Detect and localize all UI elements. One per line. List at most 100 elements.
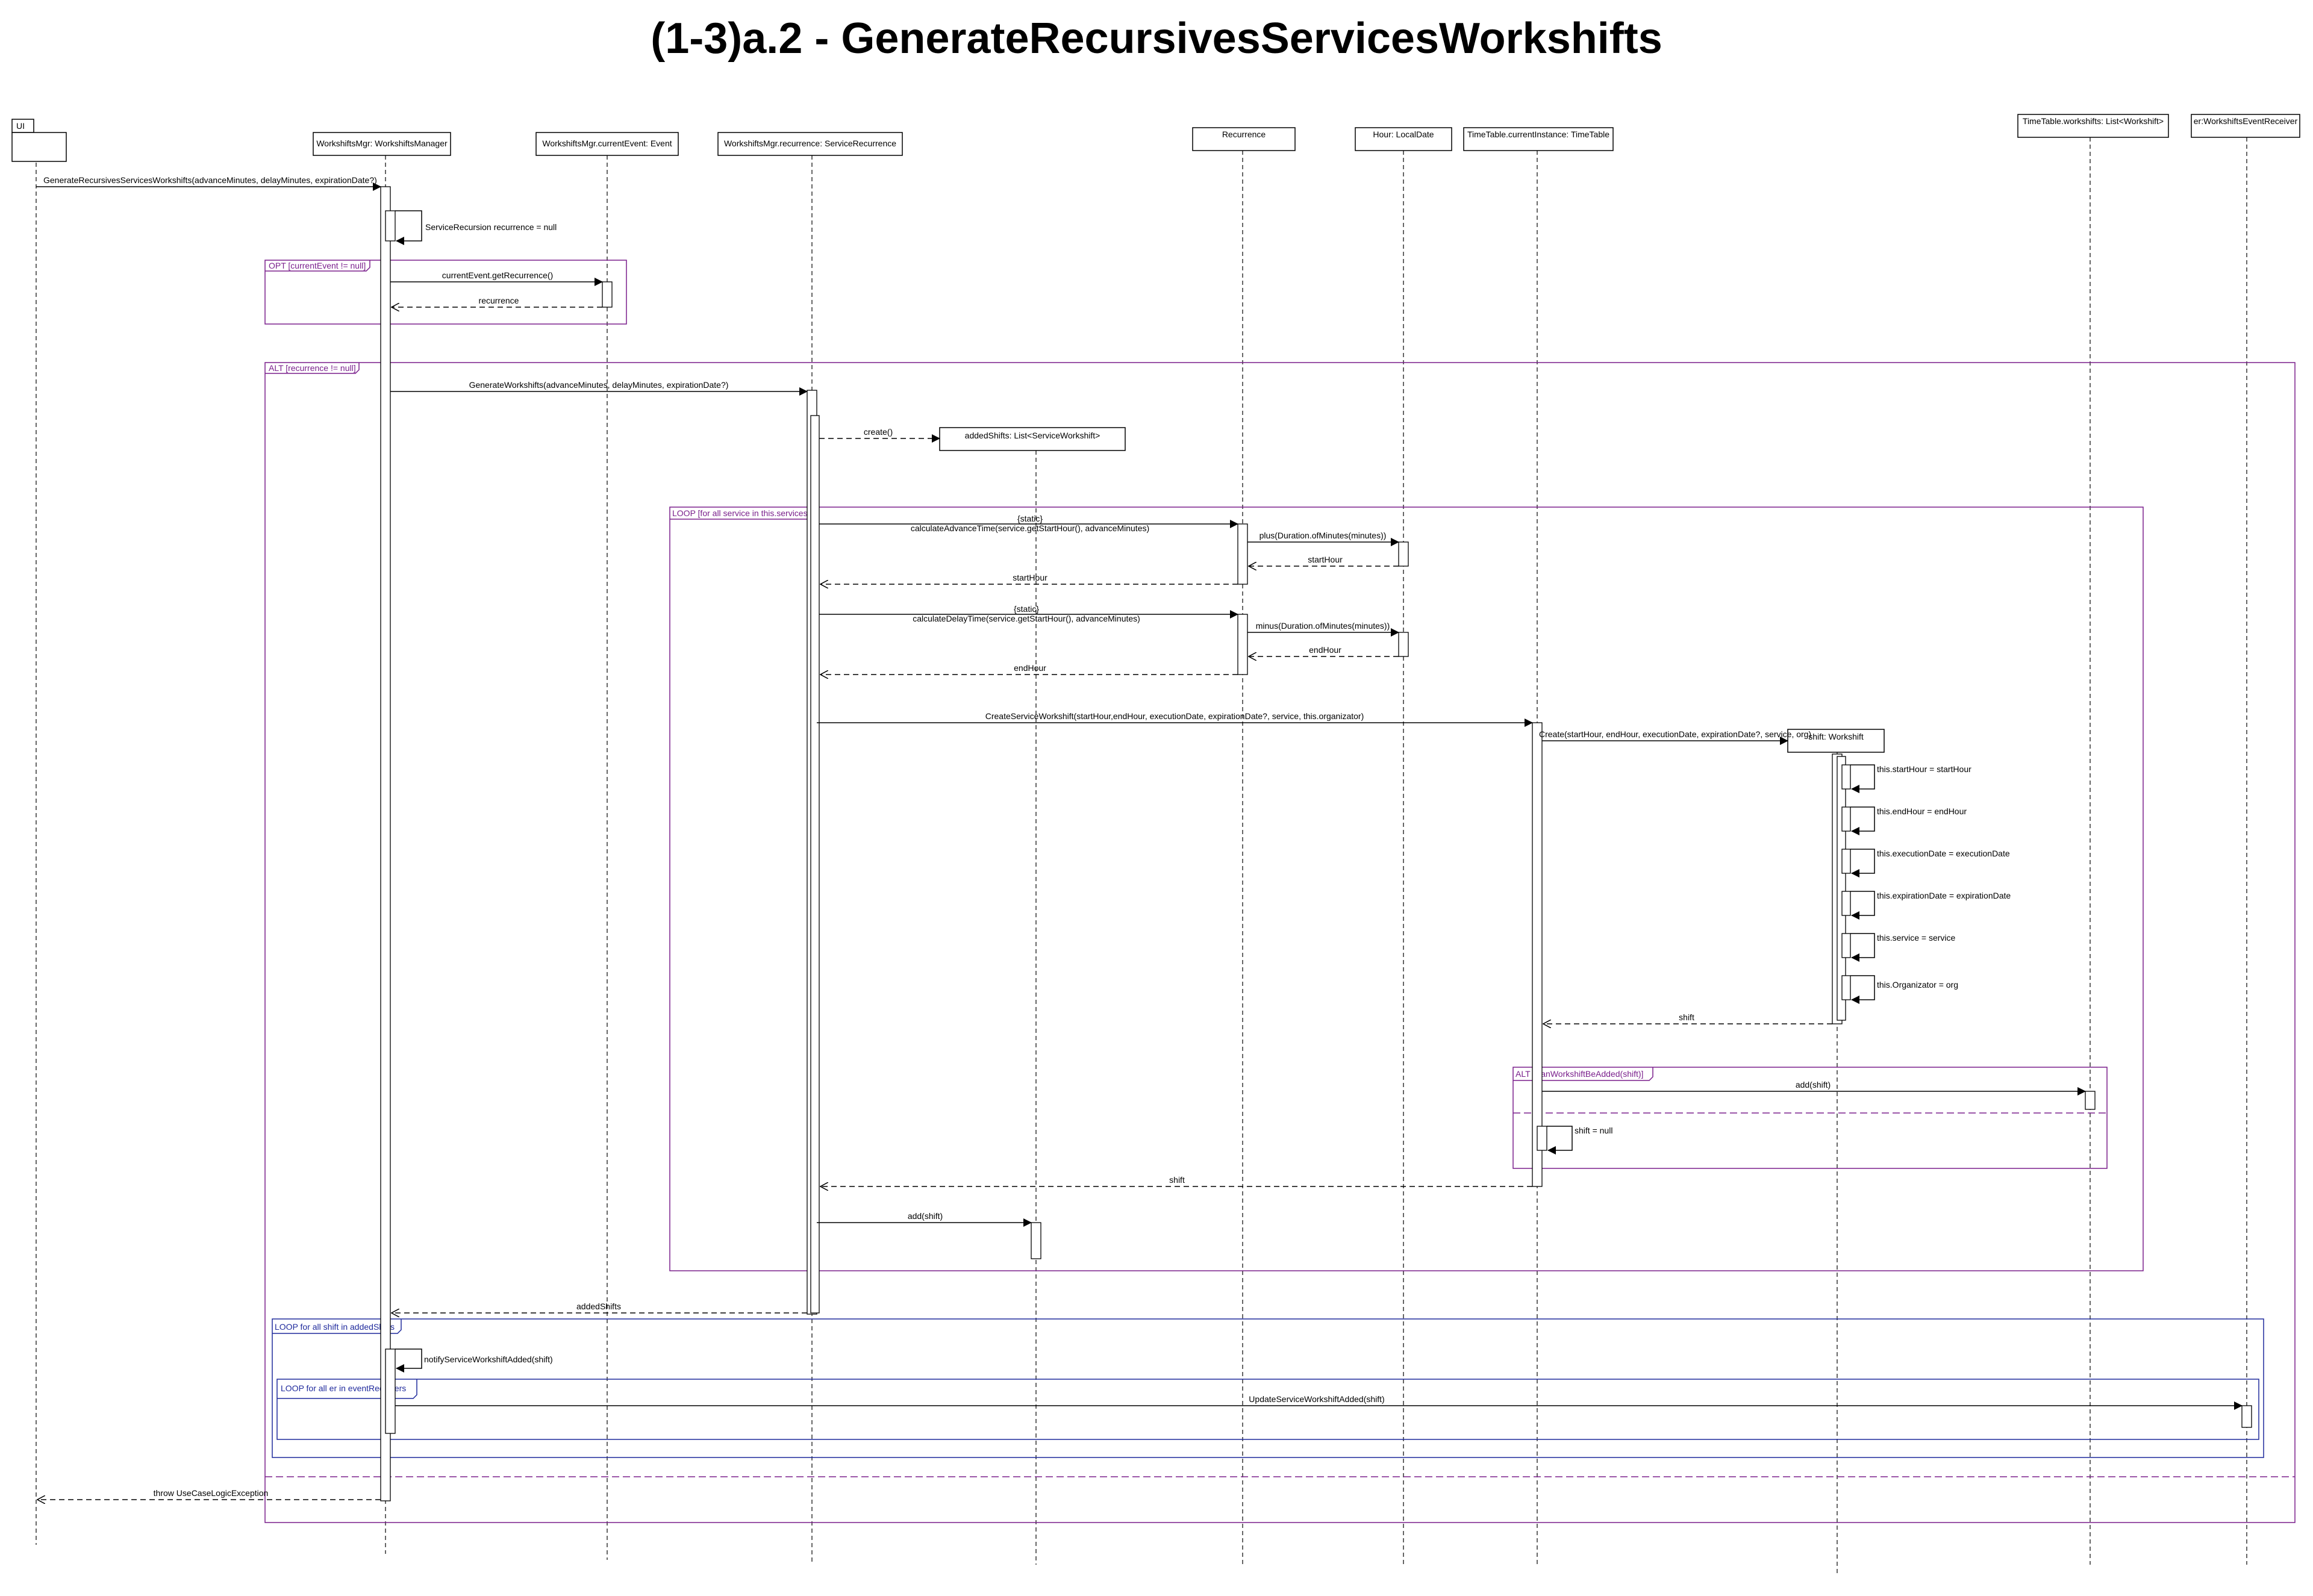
msg-plus-label: plus(Duration.ofMinutes(minutes)) bbox=[1260, 531, 1387, 540]
participant-timetable-box bbox=[1463, 127, 1614, 151]
participant-hour-label: Hour: LocalDate bbox=[1373, 129, 1434, 139]
msg-return-recurrence-label: recurrence bbox=[479, 296, 519, 305]
participant-timetable-label: TimeTable.currentInstance: TimeTable bbox=[1467, 129, 1609, 139]
msg-added-shifts-add-label: add(shift) bbox=[908, 1211, 943, 1221]
fragment-alt-can-add-label: ALT [CanWorkshiftBeAdded(shift)] bbox=[1515, 1069, 1643, 1079]
msg-set-execution-date-arrow bbox=[1850, 849, 1875, 877]
fragment-opt-label: OPT [currentEvent != null] bbox=[269, 261, 366, 270]
activation-hour-2 bbox=[1398, 632, 1409, 657]
msg-set-service-label: this.service = service bbox=[1877, 933, 1956, 943]
activation-rec-static-1 bbox=[1237, 523, 1248, 585]
msg-return-end-hour-2-label: endHour bbox=[1014, 663, 1046, 673]
fragment-opt-tab bbox=[265, 260, 370, 272]
participant-shift-box bbox=[1787, 729, 1885, 753]
msg-throw-exception-label: throw UseCaseLogicException bbox=[154, 1488, 269, 1498]
fragment-alt bbox=[264, 362, 2296, 1523]
activation-timetable bbox=[1532, 722, 1543, 1187]
msg-set-start-hour-label: this.startHour = startHour bbox=[1877, 764, 1971, 774]
activation-mgr-self-1 bbox=[385, 210, 396, 242]
fragment-loop-shifts bbox=[272, 1318, 2264, 1458]
msg-create-shift-label: Create(startHour, endHour, executionDate… bbox=[1539, 729, 1811, 739]
msg-set-expiration-date-label: this.expirationDate = expirationDate bbox=[1877, 891, 2011, 900]
activation-ttlist bbox=[2085, 1091, 2096, 1110]
fragment-loop-services-label: LOOP [for all service in this.services] bbox=[672, 508, 810, 518]
msg-calc-delay-label: calculateDelayTime(service.getStartHour(… bbox=[913, 614, 1140, 623]
msg-shift-null-arrow bbox=[1547, 1126, 1573, 1155]
msg-shift-null-label: shift = null bbox=[1575, 1126, 1612, 1135]
msg-set-expiration-date-arrow bbox=[1850, 891, 1875, 920]
activation-hour-1 bbox=[1398, 541, 1409, 567]
activation-rec-static-2 bbox=[1237, 614, 1248, 675]
fragment-alt-tab bbox=[265, 363, 360, 374]
fragment-alt-can-add bbox=[1512, 1067, 2108, 1169]
activation-mgr-self-2 bbox=[385, 1348, 396, 1434]
activation-receiver bbox=[2241, 1405, 2252, 1428]
participant-added-shifts-label: addedShifts: List<ServiceWorkshift> bbox=[965, 431, 1100, 440]
msg-return-end-hour-1-label: endHour bbox=[1309, 645, 1341, 655]
msg-return-shift-2-label: shift bbox=[1169, 1175, 1185, 1185]
msg-create-service-workshift-label: CreateServiceWorkshift(startHour,endHour… bbox=[985, 711, 1364, 721]
msg-get-recurrence-label: currentEvent.getRecurrence() bbox=[442, 270, 553, 280]
diagram-title: (1-3)a.2 - GenerateRecursivesServicesWor… bbox=[651, 14, 1662, 63]
msg-update-receiver-label: UpdateServiceWorkshiftAdded(shift) bbox=[1249, 1394, 1384, 1404]
msg-calc-advance-static-label: {static} bbox=[1017, 514, 1043, 523]
msg-return-added-shifts-label: addedShifts bbox=[576, 1301, 621, 1311]
msg-set-organizator-label: this.Organizator = org bbox=[1877, 980, 1958, 990]
fragment-alt-label: ALT [recurrence != null] bbox=[269, 363, 356, 373]
msg-set-end-hour-arrow bbox=[1850, 806, 1875, 835]
activation-mgr bbox=[380, 186, 391, 1501]
msg-recurrence-null-label: ServiceRecursion recurrence = null bbox=[425, 222, 557, 232]
participant-ui-label: UI bbox=[16, 121, 25, 131]
activation-recurrence-inner bbox=[810, 415, 820, 1314]
participant-ttlist-label: TimeTable.workshifts: List<Workshift> bbox=[2023, 116, 2164, 126]
fragment-opt bbox=[264, 260, 627, 325]
msg-return-start-hour-1-label: startHour bbox=[1308, 555, 1343, 564]
activation-shift-self-5 bbox=[1841, 933, 1851, 958]
fragment-loop-services bbox=[669, 507, 2144, 1271]
msg-set-execution-date-label: this.executionDate = executionDate bbox=[1877, 849, 2010, 858]
participant-receiver-label: er:WorkshiftsEventReceiver bbox=[2194, 116, 2298, 126]
participant-rec-static-box bbox=[1192, 127, 1296, 151]
activation-shift-self-6 bbox=[1841, 975, 1851, 1000]
participant-mgr-label: WorkshiftsMgr: WorkshiftsManager bbox=[316, 139, 448, 148]
activation-event bbox=[602, 281, 613, 308]
msg-set-start-hour-arrow bbox=[1850, 764, 1875, 793]
fragment-loop-receivers bbox=[276, 1379, 2259, 1440]
msg-ttlist-add-label: add(shift) bbox=[1796, 1080, 1831, 1089]
activation-added-shifts bbox=[1031, 1222, 1041, 1259]
activation-shift-self-3 bbox=[1841, 849, 1851, 874]
msg-calc-advance-label: calculateAdvanceTime(service.getStartHou… bbox=[911, 523, 1149, 533]
participant-hour-box bbox=[1355, 127, 1452, 151]
msg-return-shift-1-label: shift bbox=[1679, 1012, 1694, 1022]
msg-notify-added-label: notifyServiceWorkshiftAdded(shift) bbox=[424, 1354, 553, 1364]
fragment-loop-receivers-tab bbox=[277, 1379, 417, 1399]
msg-generate-workshifts-label: GenerateWorkshifts(advanceMinutes, delay… bbox=[469, 380, 729, 390]
msg-generate-recursive-label: GenerateRecursivesServicesWorkshifts(adv… bbox=[43, 175, 377, 185]
participant-recurrence-label: WorkshiftsMgr.recurrence: ServiceRecurre… bbox=[724, 139, 896, 148]
msg-set-organizator-arrow bbox=[1850, 975, 1875, 1004]
participant-rec-static-label: Recurrence bbox=[1222, 129, 1266, 139]
fragment-loop-shifts-tab bbox=[272, 1319, 402, 1334]
participant-event-label: WorkshiftsMgr.currentEvent: Event bbox=[542, 139, 672, 148]
participant-receiver-box bbox=[2191, 114, 2300, 138]
participant-added-shifts-box bbox=[939, 427, 1126, 451]
msg-minus-label: minus(Duration.ofMinutes(minutes)) bbox=[1256, 621, 1390, 631]
msg-recurrence-null-arrow bbox=[395, 210, 422, 245]
participant-mgr-box bbox=[313, 132, 451, 156]
activation-shift-self-4 bbox=[1841, 891, 1851, 916]
participant-ui-box bbox=[11, 132, 67, 162]
msg-notify-added-arrow bbox=[395, 1348, 422, 1373]
fragment-loop-shifts-label: LOOP for all shift in addedShifts bbox=[275, 1322, 395, 1332]
msg-calc-delay-static-label: {static} bbox=[1014, 604, 1039, 614]
fragment-alt-can-add-tab bbox=[1513, 1067, 1653, 1081]
activation-shift-self-1 bbox=[1841, 764, 1851, 790]
activation-shift-self-2 bbox=[1841, 806, 1851, 832]
msg-create-added-shifts-label: create() bbox=[864, 427, 893, 437]
msg-set-end-hour-label: this.endHour = endHour bbox=[1877, 806, 1967, 816]
msg-set-service-arrow bbox=[1850, 933, 1875, 962]
participant-shift-label: shift: Workshift bbox=[1808, 732, 1864, 741]
participant-event-box bbox=[535, 132, 679, 156]
participant-recurrence-box bbox=[717, 132, 903, 156]
activation-timetable-self bbox=[1537, 1126, 1547, 1151]
